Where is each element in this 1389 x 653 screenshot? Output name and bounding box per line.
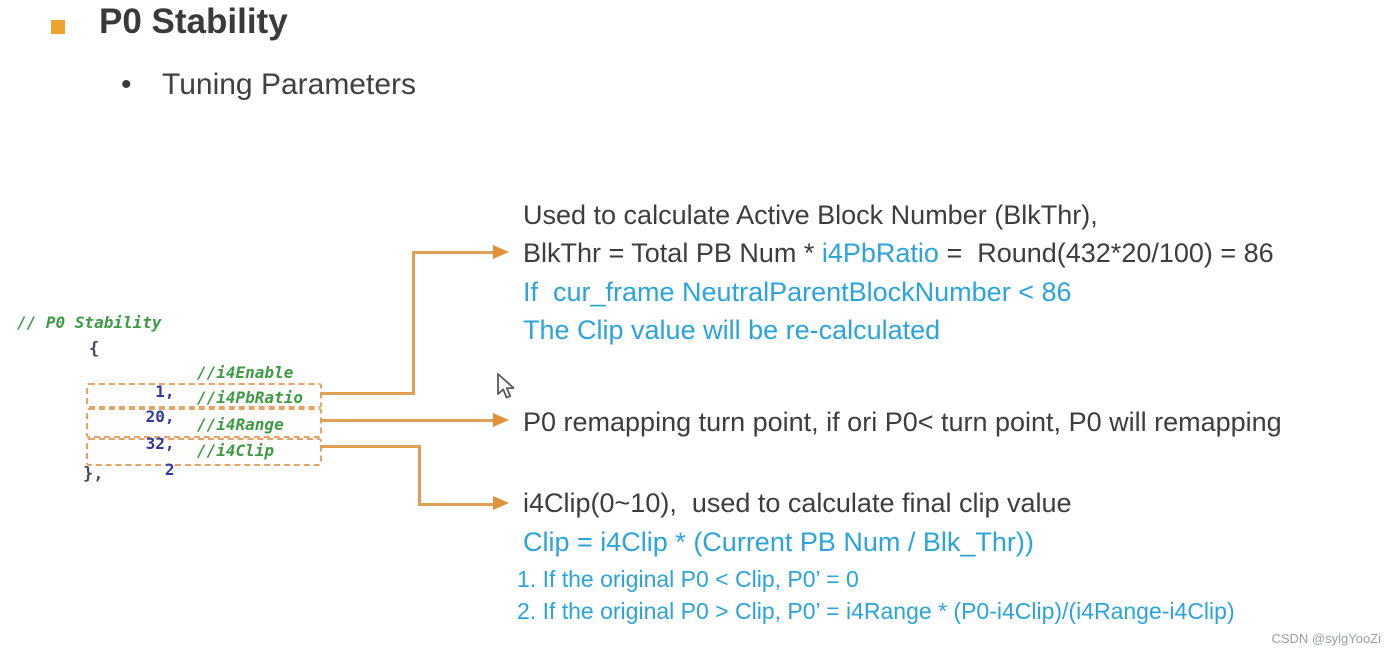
annotation-pbratio-line3: If cur_frame NeutralParentBlockNumber < … [523,277,1072,307]
connector-range-segment [320,419,494,422]
connector-pbratio-segment [412,252,415,395]
annotation-pbratio-line4: The Clip value will be re-calculated [523,315,941,345]
code-row-i4range: 32, //i4Range [90,415,330,453]
subtitle: Tuning Parameters [162,68,417,101]
code-open-brace: { [89,339,100,359]
annotation-range-line1: P0 remapping turn point, if ori P0< turn… [523,407,1282,437]
code-value-i4clip: 2 [164,460,175,479]
annotation-clip-line1: i4Clip(0~10), used to calculate final cl… [523,488,1072,518]
annotation-pbratio-line2: BlkThr = Total PB Num * i4PbRatio = Roun… [523,238,1274,269]
code-value-i4enable: 1, [155,382,175,401]
annotation-pbratio-line2-prefix: BlkThr = Total PB Num * [523,238,822,268]
highlight-box-i4range [86,408,322,438]
annotation-clip-line2: Clip = i4Clip * (Current PB Num / Blk_Th… [523,527,1034,557]
connector-clip-segment [320,445,421,448]
connector-pbratio-segment [412,251,494,254]
annotation-clip-line4: 2. If the original P0 > Clip, P0’ = i4Ra… [517,598,1235,624]
code-row-i4pbratio: 20, //i4PbRatio [90,388,330,426]
annotation-pbratio-line2-suffix: = Round(432*20/100) = 86 [938,238,1274,268]
title-square-bullet-icon [51,20,65,34]
arrowhead-range-icon [493,413,509,427]
code-comment-header: // P0 Stability [17,313,162,332]
page-title: P0 Stability [99,2,288,41]
code-comment-i4clip: //i4Clip [197,441,275,460]
annotation-clip-line3: 1. If the original P0 < Clip, P0’ = 0 [517,566,859,592]
connector-clip-segment [418,503,494,506]
connector-clip-segment [418,445,421,506]
code-value-i4pbratio: 20, [145,407,175,426]
highlight-box-i4clip [86,438,322,466]
code-row-i4clip: 2 //i4Clip [90,441,330,479]
highlight-box-i4pbratio [86,383,322,408]
mouse-cursor-icon [497,373,515,399]
code-comment-i4pbratio: //i4PbRatio [197,388,303,407]
annotation-pbratio-line1: Used to calculate Active Block Number (B… [523,200,1098,230]
annotation-pbratio-param: i4PbRatio [821,238,939,268]
code-row-i4enable: 1, //i4Enable [90,363,330,401]
code-close-brace: }, [83,464,104,484]
code-comment-i4range: //i4Range [197,415,284,434]
arrowhead-pbratio-icon [493,245,509,259]
connector-pbratio-segment [320,392,415,395]
code-value-i4range: 32, [145,434,175,453]
code-comment-i4enable: //i4Enable [197,363,294,382]
watermark-text: CSDN @sylgYooZi [1271,631,1381,646]
subtitle-bullet-icon: • [121,68,132,101]
arrowhead-clip-icon [493,496,509,510]
